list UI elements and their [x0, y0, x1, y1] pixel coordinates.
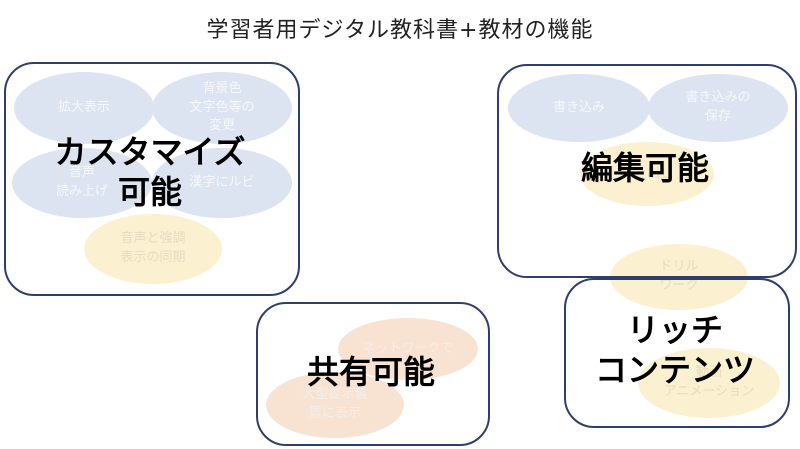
customize-item-tts: 音声 読み上げ	[12, 148, 152, 218]
customize-item-sync: 音声と強調 表示の同期	[84, 214, 222, 284]
customize-group-label: カスタマイズ 可能	[54, 133, 246, 211]
customize-item-color: 背景色 文字色等の 変更	[152, 72, 292, 144]
rich-group-label: リッチ コンテンツ	[594, 311, 755, 389]
edit-item-save: 書き込みの 保存	[648, 74, 788, 142]
customize-group-box	[4, 62, 300, 296]
rich-item-animation: 動画 アニメーション	[638, 348, 780, 418]
customize-item-zoom: 拡大表示	[14, 72, 154, 144]
rich-group-box	[564, 278, 790, 428]
share-item-display: 大型提示装 置に表示	[266, 372, 404, 438]
page-title: 学習者用デジタル教科書+教材の機能	[206, 18, 594, 43]
edit-group-box	[497, 64, 797, 278]
edit-item-extract: 抜き出し	[580, 142, 714, 206]
edit-item-write: 書き込み	[508, 74, 650, 142]
customize-item-ruby: 漢字にルビ	[152, 148, 292, 218]
share-group-box	[256, 302, 490, 446]
share-group-label: 共有可能	[306, 353, 435, 391]
edit-group-label: 編集可能	[580, 149, 709, 187]
share-item-network: ネットワークで	[338, 318, 478, 380]
